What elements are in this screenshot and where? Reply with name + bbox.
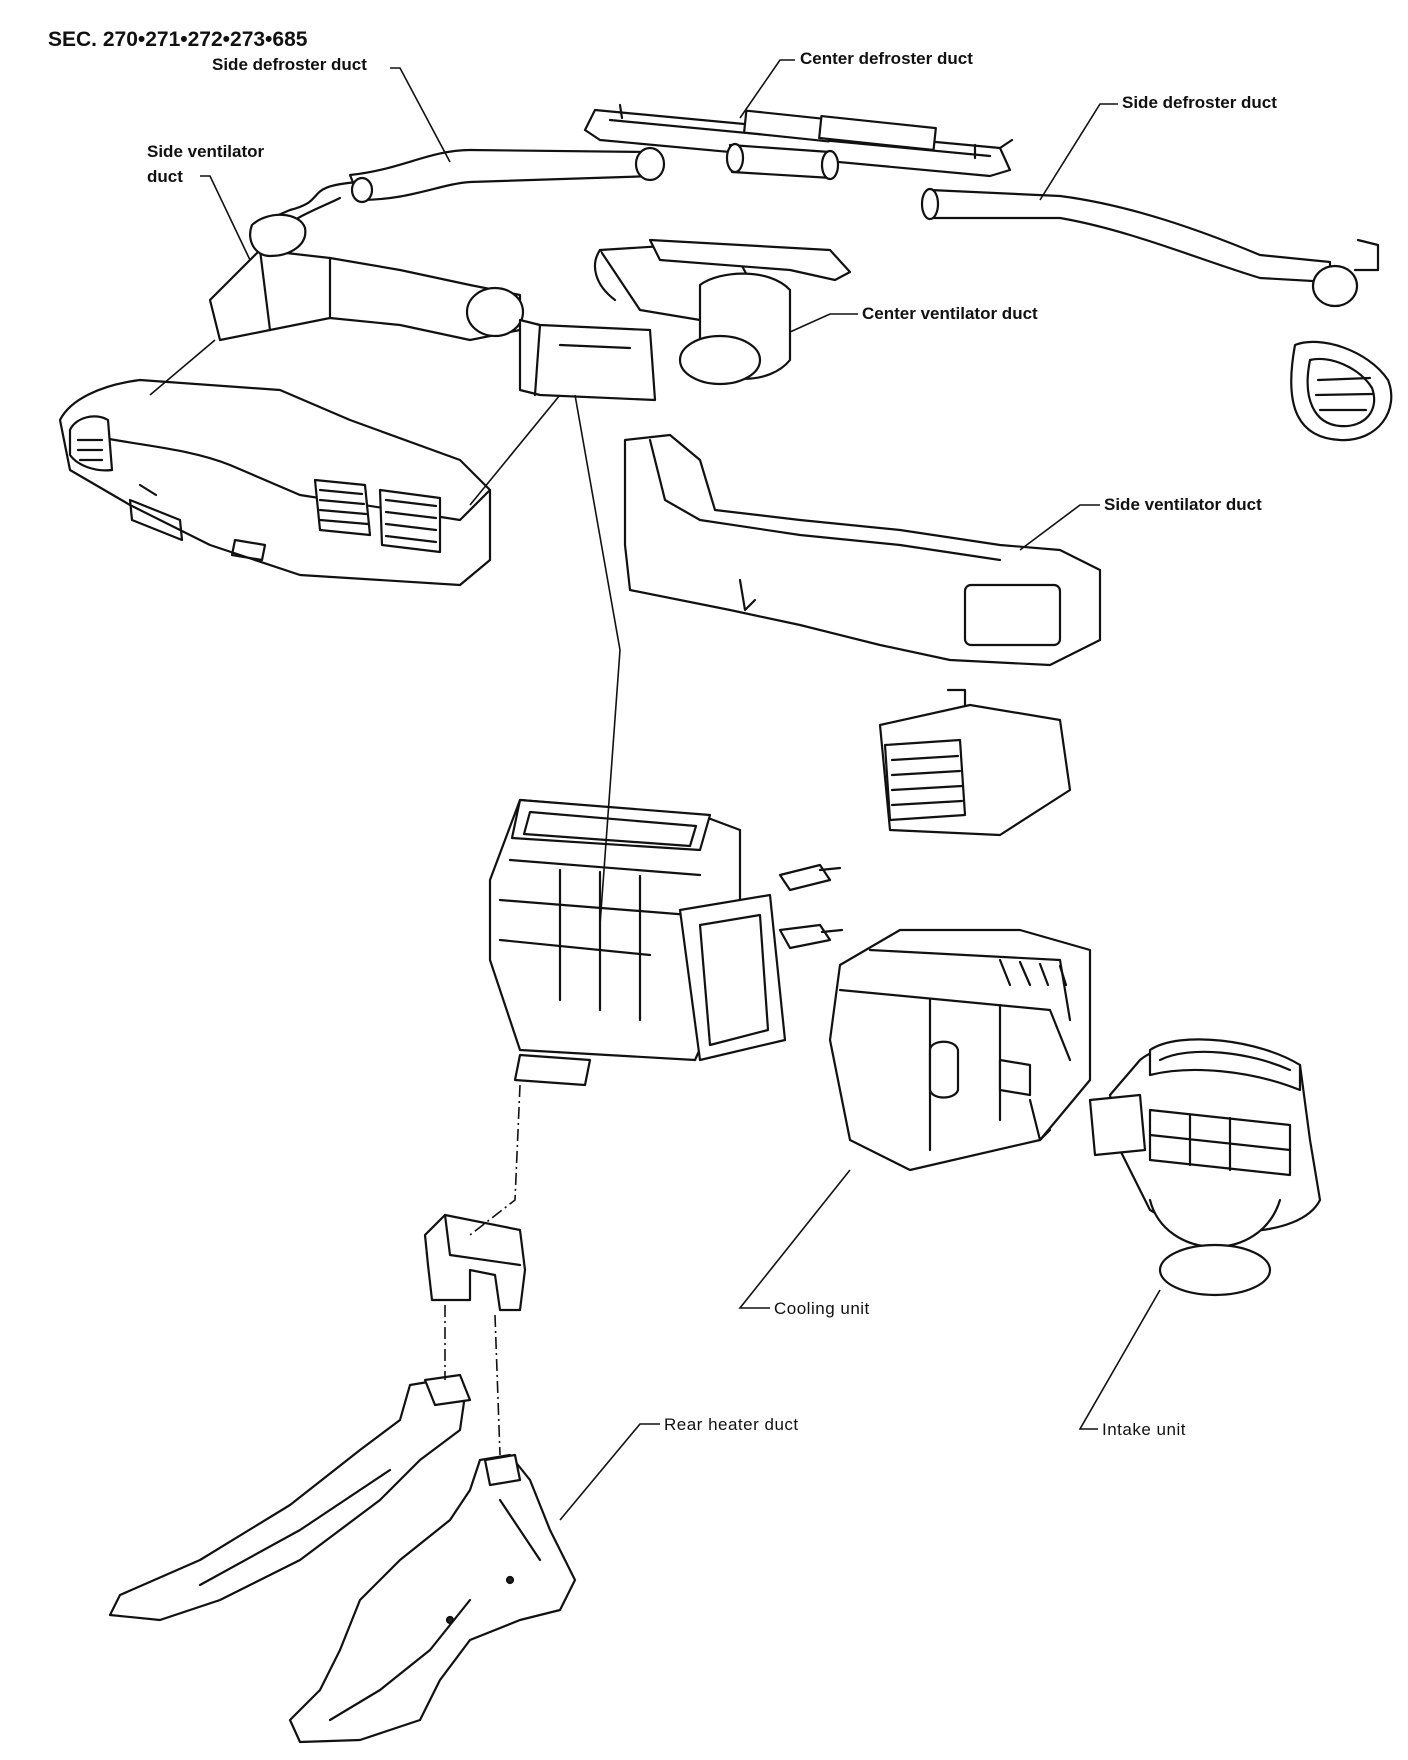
intake-unit	[1088, 1038, 1322, 1297]
side-ventilator-duct-left	[208, 213, 525, 342]
label-center-ventilator-duct: Center ventilator duct	[862, 304, 1038, 323]
leader-panel-to-center-vent	[469, 394, 561, 506]
cooling-unit	[828, 928, 1092, 1172]
leader-center-ventilator	[789, 313, 858, 333]
center-defroster-duct	[583, 103, 1014, 181]
right-center-vent-outlet	[878, 688, 1072, 837]
label-side-ventilator-duct-right: Side ventilator duct	[1104, 495, 1262, 514]
center-ventilator-duct	[518, 238, 852, 402]
side-ventilator-duct-right	[623, 433, 1102, 667]
leader-intake-unit	[1078, 1289, 1161, 1430]
rear-heater-duct-right	[288, 1453, 577, 1744]
right-side-vent-outlet	[1290, 340, 1393, 442]
assembly-line-center-vent-to-heater	[574, 394, 621, 926]
label-side-ventilator-duct-left-line2: duct	[147, 167, 183, 186]
label-side-defroster-duct-left: Side defroster duct	[212, 55, 367, 74]
label-side-ventilator-duct-left-line1: Side ventilator	[147, 142, 265, 161]
leader-side-ventilator-left	[200, 175, 251, 261]
assembly-line-connector-to-right-duct	[494, 1314, 501, 1456]
label-intake-unit: Intake unit	[1102, 1420, 1186, 1439]
leader-rear-heater-duct	[559, 1423, 660, 1521]
heater-duct-connector	[423, 1213, 527, 1312]
leader-side-defroster-left	[390, 67, 451, 163]
leader-center-defroster	[739, 59, 795, 119]
leader-panel-to-side-vent	[149, 339, 216, 396]
label-rear-heater-duct: Rear heater duct	[664, 1415, 799, 1434]
rear-heater-duct-left	[108, 1373, 472, 1622]
leader-cooling-unit	[738, 1169, 851, 1309]
side-defroster-duct-right	[920, 187, 1380, 308]
instrument-panel	[58, 378, 492, 587]
label-center-defroster-duct: Center defroster duct	[800, 49, 973, 68]
label-side-defroster-duct-right: Side defroster duct	[1122, 93, 1277, 112]
section-code: SEC. 270•271•272•273•685	[48, 28, 308, 51]
assembly-line-heater-to-connector	[469, 1084, 521, 1236]
label-cooling-unit: Cooling unit	[774, 1299, 870, 1318]
leader-side-defroster-right	[1039, 103, 1118, 201]
leader-side-ventilator-right	[1019, 504, 1100, 551]
side-defroster-duct-left	[260, 146, 666, 238]
heater-unit	[488, 798, 844, 1087]
